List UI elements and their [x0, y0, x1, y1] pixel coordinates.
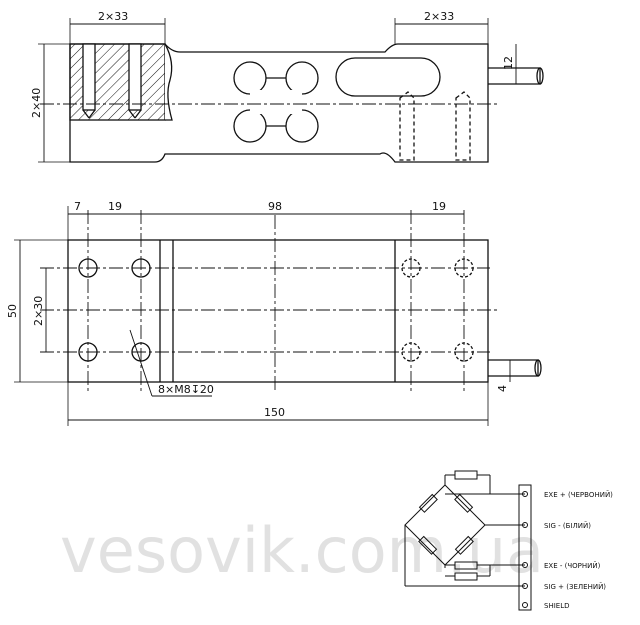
wiring-diagram	[404, 470, 532, 611]
dim-plan-cable: 4	[496, 385, 509, 392]
hidden-hole-1	[399, 91, 415, 161]
dim-top-right-pitch: 2×33	[424, 10, 454, 23]
bin-hole-3	[233, 109, 267, 143]
terminal-label-1: EXE + (ЧЕРВОНИЙ)	[544, 490, 613, 499]
bin-hole-4	[285, 109, 319, 143]
terminal-block	[518, 484, 532, 611]
slot	[335, 57, 441, 97]
terminal-1	[522, 491, 528, 497]
bin-hole-1	[233, 61, 267, 95]
watermark-text: vesovik.com.ua	[60, 514, 544, 587]
dim-plan-length: 150	[264, 406, 285, 419]
dim-plan-edge: 7	[74, 200, 81, 213]
dim-top-height: 2×40	[30, 88, 43, 118]
side-view	[38, 18, 544, 163]
dim-top-cable: 12	[502, 56, 515, 70]
cable-plan	[488, 359, 539, 377]
terminal-3	[522, 562, 528, 568]
dim-plan-pitch-left: 19	[108, 200, 122, 213]
terminal-label-3: EXE - (ЧОРНИЙ)	[544, 561, 601, 570]
terminal-label-5: SHIELD	[544, 602, 569, 610]
plan-outline	[67, 239, 489, 383]
terminal-2	[522, 522, 528, 528]
dim-top-left-pitch: 2×33	[98, 10, 128, 23]
plan-view	[14, 206, 542, 426]
cable-side	[488, 67, 541, 85]
dim-plan-hole-spacing: 2×30	[32, 296, 45, 326]
dim-plan-pitch-right: 19	[432, 200, 446, 213]
bin-hole-2	[285, 61, 319, 95]
hidden-hole-2	[455, 91, 471, 161]
bolt-hole-1	[82, 43, 96, 111]
terminal-label-2: SIG - (БІЛИЙ)	[544, 521, 591, 530]
dim-plan-center: 98	[268, 200, 282, 213]
terminal-5	[522, 602, 528, 608]
terminal-4	[522, 583, 528, 589]
dim-plan-width: 50	[6, 304, 19, 318]
thread-callout: 8×M8↧20	[158, 383, 214, 396]
side-view-outline	[69, 43, 489, 163]
bolt-hole-2	[128, 43, 142, 111]
terminal-label-4: SIG + (ЗЕЛЕНИЙ)	[544, 582, 606, 591]
